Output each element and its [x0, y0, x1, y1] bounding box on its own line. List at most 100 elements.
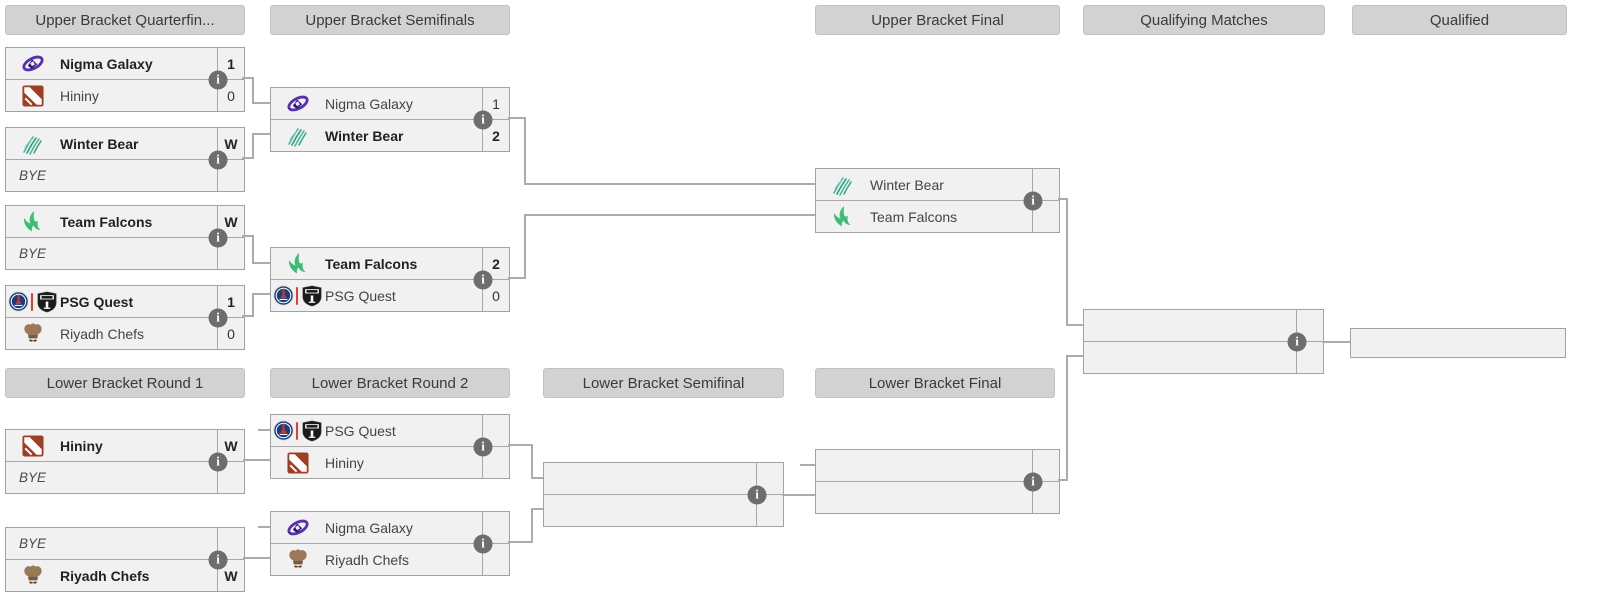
- team-slot[interactable]: Nigma Galaxy: [271, 512, 509, 543]
- team-slot[interactable]: Winter Bear 2: [271, 119, 509, 151]
- bracket-connector: [508, 444, 533, 446]
- match-info-icon[interactable]: i: [1287, 332, 1307, 351]
- team-score: 1: [217, 48, 244, 79]
- empty-slot: [1084, 310, 1323, 341]
- team-name: Hininy: [325, 454, 364, 471]
- bye-label: BYE: [19, 168, 47, 183]
- bracket-connector: [1322, 341, 1350, 343]
- team-slot[interactable]: Hininy 0: [6, 79, 244, 111]
- bracket-connector: [252, 293, 270, 295]
- riyadh-chefs-logo-icon: [6, 321, 60, 347]
- team-score: [756, 463, 783, 494]
- team-name: Riyadh Chefs: [60, 325, 145, 342]
- empty-slot: [816, 450, 1059, 481]
- team-score: [217, 160, 244, 191]
- team-slot[interactable]: Winter Bear: [816, 169, 1059, 200]
- match-lb-semifinal: i: [543, 462, 784, 527]
- bracket-connector: [508, 277, 526, 279]
- match-info-icon[interactable]: i: [473, 270, 493, 289]
- match-info-icon[interactable]: i: [747, 485, 767, 504]
- psg-logo-icon: [273, 285, 294, 306]
- qualified-slot: [1350, 328, 1566, 358]
- team-name: Winter Bear: [870, 176, 944, 193]
- team-score: [482, 544, 509, 575]
- bracket-connector: [252, 293, 254, 317]
- match-ub-final: Winter Bear Team Falcons i: [815, 168, 1060, 233]
- header-qualifying-matches: Qualifying Matches: [1083, 5, 1325, 35]
- bracket-connector: [252, 77, 254, 104]
- bracket-connector: [252, 102, 270, 104]
- nigma-galaxy-logo-icon: [6, 52, 60, 76]
- team-slot[interactable]: Team Falcons: [816, 200, 1059, 232]
- empty-slot: [544, 463, 783, 494]
- hininy-logo-icon: [6, 435, 60, 457]
- team-name: Hininy: [60, 437, 103, 454]
- bye-label: BYE: [19, 470, 47, 485]
- header-upper-bracket-final: Upper Bracket Final: [815, 5, 1060, 35]
- match-lb-r1-m2: BYE Riyadh Chefs W i: [5, 527, 245, 592]
- team-score: [1032, 201, 1059, 232]
- team-slot[interactable]: PSG Quest 1: [6, 286, 244, 317]
- riyadh-chefs-logo-icon: [6, 563, 60, 589]
- match-info-icon[interactable]: i: [208, 70, 228, 89]
- psg-logo-icon: [8, 291, 29, 312]
- team-name: Team Falcons: [325, 255, 418, 272]
- header-upper-bracket-semifinals: Upper Bracket Semifinals: [270, 5, 510, 35]
- team-score: [1032, 169, 1059, 200]
- nigma-galaxy-logo-icon: [271, 92, 325, 116]
- team-name: Hininy: [60, 87, 99, 104]
- team-slot[interactable]: Hininy: [271, 446, 509, 478]
- team-score: 1: [482, 88, 509, 119]
- match-info-icon[interactable]: i: [1023, 191, 1043, 210]
- bracket-connector: [252, 133, 254, 159]
- match-lb-r1-m1: Hininy W BYE i: [5, 429, 245, 494]
- header-lower-bracket-semifinal: Lower Bracket Semifinal: [543, 368, 784, 398]
- empty-slot: [544, 494, 783, 526]
- team-slot[interactable]: Team Falcons W: [6, 206, 244, 237]
- team-score: [217, 528, 244, 559]
- bracket-connector: [531, 444, 533, 479]
- team-slot[interactable]: Team Falcons 2: [271, 248, 509, 279]
- team-slot[interactable]: PSG Quest 0: [271, 279, 509, 311]
- match-info-icon[interactable]: i: [208, 308, 228, 327]
- team-score: [1296, 310, 1323, 341]
- empty-slot: [816, 481, 1059, 513]
- winter-bear-logo-icon: [271, 124, 325, 148]
- team-slot[interactable]: PSG Quest: [271, 415, 509, 446]
- team-slot[interactable]: Riyadh Chefs 0: [6, 317, 244, 349]
- team-score: 0: [482, 280, 509, 311]
- team-name: Riyadh Chefs: [325, 551, 410, 568]
- team-falcons-logo-icon: [271, 252, 325, 276]
- match-info-icon[interactable]: i: [473, 534, 493, 553]
- bracket-connector: [243, 557, 270, 559]
- bracket-connector: [524, 214, 526, 279]
- team-falcons-logo-icon: [816, 205, 870, 229]
- match-lb-final: i: [815, 449, 1060, 514]
- psg-quest-divider: [31, 292, 33, 311]
- bracket-connector: [252, 133, 270, 135]
- match-info-icon[interactable]: i: [208, 150, 228, 169]
- team-slot[interactable]: Riyadh Chefs: [271, 543, 509, 575]
- match-info-icon[interactable]: i: [208, 228, 228, 247]
- match-ub-sf-1: Nigma Galaxy 1 Winter Bear 2 i: [270, 87, 510, 152]
- team-slot[interactable]: Hininy W: [6, 430, 244, 461]
- team-score: [1296, 342, 1323, 373]
- team-slot[interactable]: Nigma Galaxy 1: [6, 48, 244, 79]
- match-info-icon[interactable]: i: [473, 437, 493, 456]
- match-info-icon[interactable]: i: [208, 452, 228, 471]
- match-info-icon[interactable]: i: [208, 550, 228, 569]
- bracket-connector: [524, 117, 526, 185]
- bye-slot: BYE: [6, 159, 244, 191]
- team-slot[interactable]: Nigma Galaxy 1: [271, 88, 509, 119]
- match-info-icon[interactable]: i: [1023, 472, 1043, 491]
- team-score: W: [217, 430, 244, 461]
- team-slot[interactable]: Winter Bear W: [6, 128, 244, 159]
- team-name: Nigma Galaxy: [60, 55, 153, 72]
- empty-slot: [1084, 341, 1323, 373]
- match-info-icon[interactable]: i: [473, 110, 493, 129]
- team-slot[interactable]: Riyadh Chefs W: [6, 559, 244, 591]
- team-score: W: [217, 206, 244, 237]
- team-score: 0: [217, 80, 244, 111]
- match-lb-r2-m2: Nigma Galaxy Riyadh Chefs i: [270, 511, 510, 576]
